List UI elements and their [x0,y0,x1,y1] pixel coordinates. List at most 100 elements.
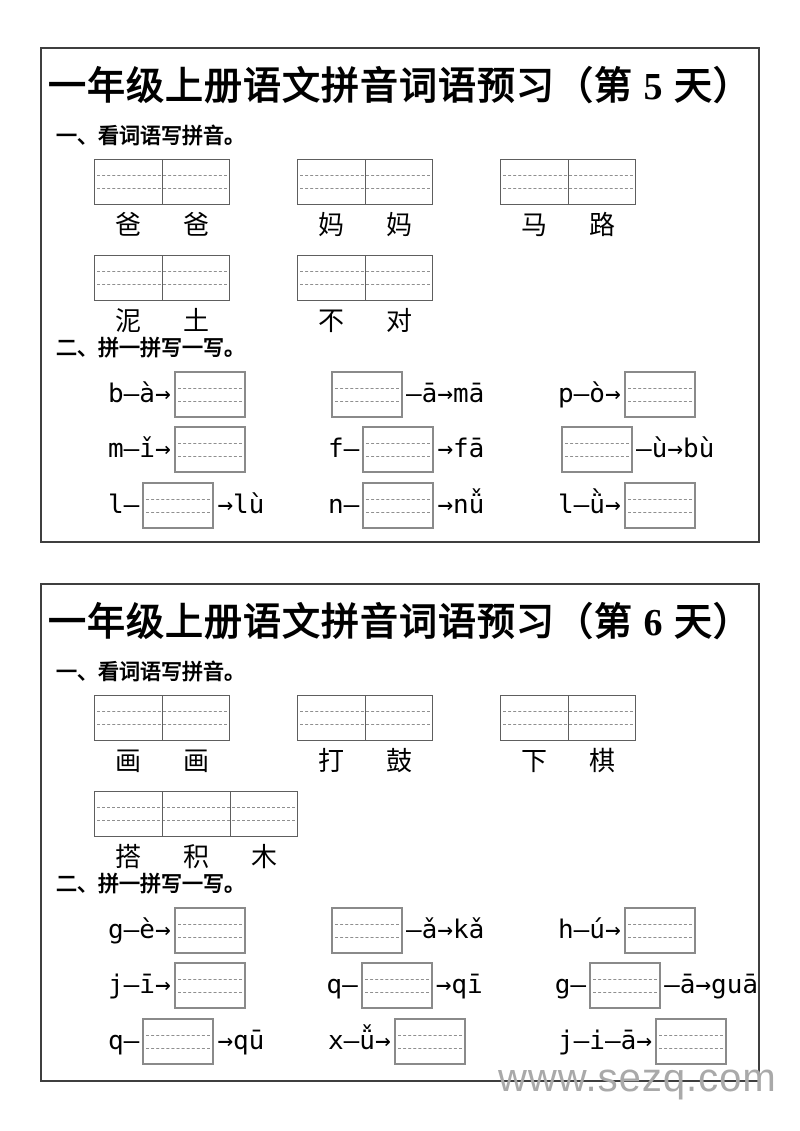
word-char: 搭 [114,843,141,872]
word-label: 马 路 [500,211,636,241]
pinyin-text: g— [554,970,587,1000]
word-char: 对 [385,307,412,336]
answer-box [623,482,696,529]
word-char: 积 [182,843,209,872]
word-row: 泥 土 不 对 [94,255,758,337]
word-group: 打 鼓 [297,695,433,777]
watermark: www.sezq.com [498,1056,777,1100]
word-group: 爸 爸 [94,159,230,241]
answer-box [173,962,246,1009]
pinyin-text: b—à→ [108,379,171,409]
pinyin-exercise: —ǎ→kǎ [328,907,558,954]
pinyin-exercise: q— →qū [108,1018,328,1065]
word-char: 不 [317,307,344,336]
answer-box [142,1018,215,1065]
word-group: 妈 妈 [297,159,433,241]
pinyin-grid-box [94,695,230,741]
exercise-row: m—ǐ→ f— →fā —ù→bù [108,426,758,473]
pinyin-text: g—è→ [108,915,171,945]
pinyin-grid-box [500,159,636,205]
word-label: 下 棋 [500,747,636,777]
word-char: 爸 [182,211,209,240]
word-row: 搭 积 木 [94,791,758,873]
pinyin-exercise: l— →lù [108,482,328,529]
answer-box [589,962,662,1009]
answer-box [173,371,246,418]
exercise-row: j—ī→ q— →qī g— —ā→guā [108,962,758,1009]
pinyin-text: j—i—ā→ [558,1026,652,1056]
pinyin-exercise: g—è→ [108,907,328,954]
word-group: 下 棋 [500,695,636,777]
word-label: 不 对 [297,307,433,337]
pinyin-grid-box [94,791,298,837]
pinyin-text: n— [328,490,360,520]
page-title: 一年级上册语文拼音词语预习（第 6 天） [47,602,752,644]
pinyin-text: —ā→guā [664,970,758,1000]
pinyin-exercise: n— →nǚ [328,482,558,529]
part1-heading: 一、看词语写拼音。 [56,124,245,148]
pinyin-exercise: j—i—ā→ [558,1018,758,1065]
pinyin-text: x—ǚ→ [328,1026,391,1056]
answer-box [173,426,246,473]
word-label: 泥 土 [94,307,230,337]
pinyin-text: h—ú→ [558,915,621,945]
answer-box [173,907,246,954]
worksheet-panel-day5: 一年级上册语文拼音词语预习（第 5 天） 一、看词语写拼音。 爸 爸 妈 妈 [40,47,760,543]
part1-heading: 一、看词语写拼音。 [56,660,245,684]
pinyin-text: l—ǜ→ [558,490,621,520]
word-char: 下 [520,747,547,776]
pinyin-exercise: h—ú→ [558,907,758,954]
answer-box [360,962,433,1009]
word-char: 妈 [385,211,412,240]
exercise-row: b—à→ —ā→mā p—ò→ [108,371,758,418]
pinyin-text: f— [328,434,360,464]
pinyin-grid-box [297,255,433,301]
exercise-row: g—è→ —ǎ→kǎ h—ú→ [108,907,758,954]
word-group: 搭 积 木 [94,791,298,873]
word-group: 画 画 [94,695,230,777]
pinyin-exercise: l—ǜ→ [558,482,758,529]
pinyin-exercise: —ù→bù [558,426,758,473]
word-char: 木 [250,843,277,872]
pinyin-text: —ù→bù [636,434,715,464]
word-char: 泥 [114,307,141,336]
word-label: 画 画 [94,747,230,777]
answer-box [362,482,435,529]
pinyin-text: →qī [435,970,483,1000]
pinyin-text: q— [108,1026,140,1056]
pinyin-text: q— [326,970,358,1000]
pinyin-text: l— [108,490,140,520]
answer-box [623,907,696,954]
word-row: 画 画 打 鼓 下 棋 [94,695,758,777]
word-char: 土 [182,307,209,336]
word-char: 鼓 [385,747,412,776]
word-char: 打 [317,747,344,776]
word-label: 打 鼓 [297,747,433,777]
pinyin-exercise: q— →qī [326,962,554,1009]
part2-heading: 二、拼一拼写一写。 [56,872,245,896]
pinyin-text: —ǎ→kǎ [406,915,485,945]
answer-box [654,1018,727,1065]
pinyin-grid-box [94,255,230,301]
pinyin-grid-box [94,159,230,205]
answer-box [561,426,633,473]
pinyin-exercise: b—à→ [108,371,328,418]
pinyin-exercise: p—ò→ [558,371,758,418]
pinyin-text: →lù [217,490,265,520]
word-label: 搭 积 木 [94,843,298,873]
part2-heading: 二、拼一拼写一写。 [56,336,245,360]
pinyin-exercise: x—ǚ→ [328,1018,558,1065]
word-group: 马 路 [500,159,636,241]
pinyin-text: →nǚ [437,490,485,520]
answer-box [142,482,215,529]
page-title: 一年级上册语文拼音词语预习（第 5 天） [47,66,752,108]
pinyin-exercise: m—ǐ→ [108,426,328,473]
exercise-row: q— →qū x—ǚ→ j—i—ā→ [108,1018,758,1065]
pinyin-text: p—ò→ [558,379,621,409]
word-label: 爸 爸 [94,211,230,241]
word-char: 妈 [317,211,344,240]
answer-box [331,371,403,418]
pinyin-exercise: g— —ā→guā [555,962,758,1009]
word-char: 棋 [588,747,615,776]
